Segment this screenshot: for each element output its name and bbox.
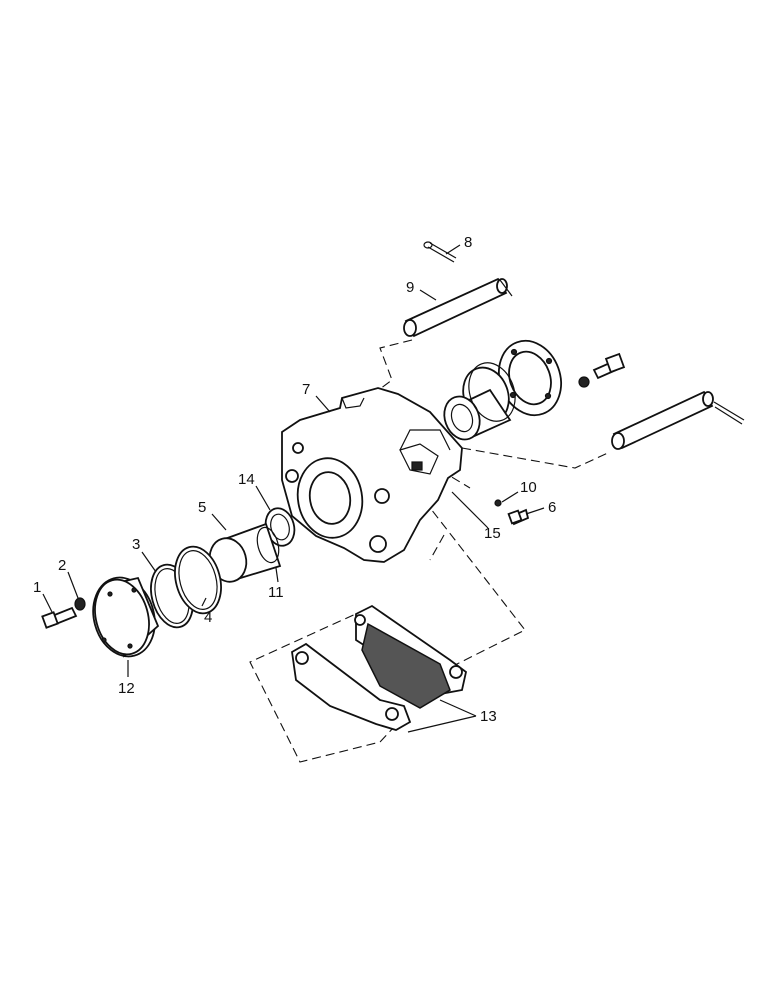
callout-10: 10 bbox=[520, 479, 537, 496]
part-6-screw bbox=[507, 508, 530, 526]
part-7-caliper-housing bbox=[281, 387, 463, 563]
callout-11: 11 bbox=[268, 584, 284, 601]
right-end-cap bbox=[498, 339, 562, 417]
callout-4: 4 bbox=[204, 609, 212, 626]
callout-6: 6 bbox=[548, 499, 556, 516]
callout-9: 9 bbox=[406, 279, 414, 296]
callout-8: 8 bbox=[464, 234, 472, 251]
callout-1: 1 bbox=[33, 579, 41, 596]
part-8-cotter-pin bbox=[423, 241, 457, 263]
right-piston-assembly bbox=[443, 362, 516, 441]
callout-7: 7 bbox=[302, 381, 310, 398]
callout-labels: 1 2 3 4 5 6 7 8 9 10 11 12 13 14 15 bbox=[33, 234, 556, 725]
part-9-slide-pin bbox=[403, 277, 513, 338]
part-12-cover-plate bbox=[92, 576, 160, 658]
callout-5: 5 bbox=[198, 499, 206, 516]
callout-3: 3 bbox=[132, 536, 140, 553]
part-13-brake-pads bbox=[291, 604, 468, 731]
part-10-bleeder bbox=[494, 499, 502, 507]
right-bolt bbox=[578, 352, 626, 388]
callout-12: 12 bbox=[118, 680, 135, 697]
assembly-dash-lines bbox=[249, 339, 611, 763]
callout-15: 15 bbox=[484, 525, 501, 542]
callout-2: 2 bbox=[58, 557, 66, 574]
callout-13: 13 bbox=[480, 708, 497, 725]
right-slide-pin bbox=[611, 390, 745, 450]
part-4-o-ring bbox=[174, 545, 222, 615]
callout-14: 14 bbox=[238, 471, 255, 488]
part-2-washer bbox=[74, 597, 86, 611]
part-1-bolt bbox=[41, 606, 78, 629]
callout-leaders bbox=[42, 244, 545, 733]
